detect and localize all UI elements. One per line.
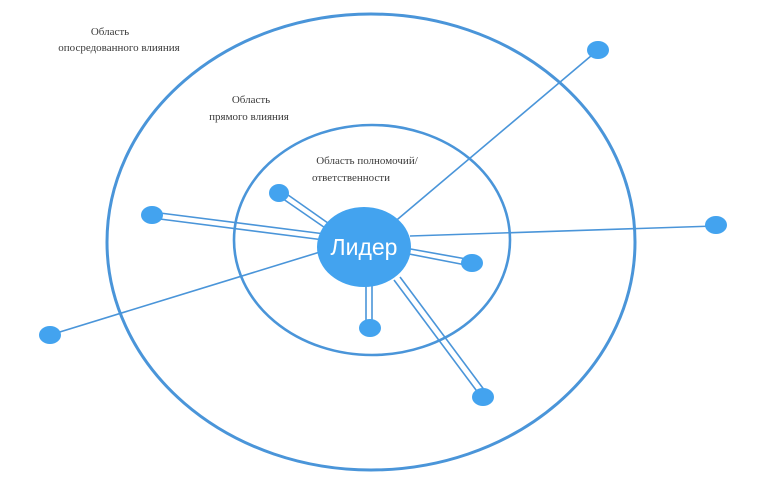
- leader-circle: [317, 207, 411, 287]
- link-left: [49, 251, 321, 336]
- outer-zone-label-line1: Область: [91, 26, 129, 38]
- outer-zone-label-line2: опосредованного влияния: [58, 42, 179, 54]
- node-right: [705, 216, 727, 234]
- node-left: [39, 326, 61, 344]
- middle-zone-label-line2: прямого влияния: [209, 111, 289, 123]
- leader-label: Лидер: [331, 234, 398, 260]
- inner-zone-label-line1: Область полномочий/: [316, 155, 418, 167]
- inner-zone-label-line2: ответственности: [312, 172, 390, 184]
- inner-zone-ring: [232, 123, 512, 357]
- node-inner-right: [461, 254, 483, 272]
- node-top-right: [587, 41, 609, 59]
- node-bottom: [359, 319, 381, 337]
- node-lower-right: [472, 388, 494, 406]
- outer-zone-ring: [105, 12, 637, 472]
- node-mid-left: [141, 206, 163, 224]
- node-upper-left: [269, 184, 289, 202]
- double-link-upper-left: [275, 189, 336, 233]
- double-link-right: [403, 247, 473, 267]
- link-top-right: [391, 49, 599, 225]
- link-right: [409, 225, 716, 237]
- middle-zone-label-line1: Область: [232, 94, 270, 106]
- double-link-lower-right: [393, 276, 486, 395]
- double-link-left: [151, 211, 326, 241]
- double-link-bottom: [365, 286, 373, 325]
